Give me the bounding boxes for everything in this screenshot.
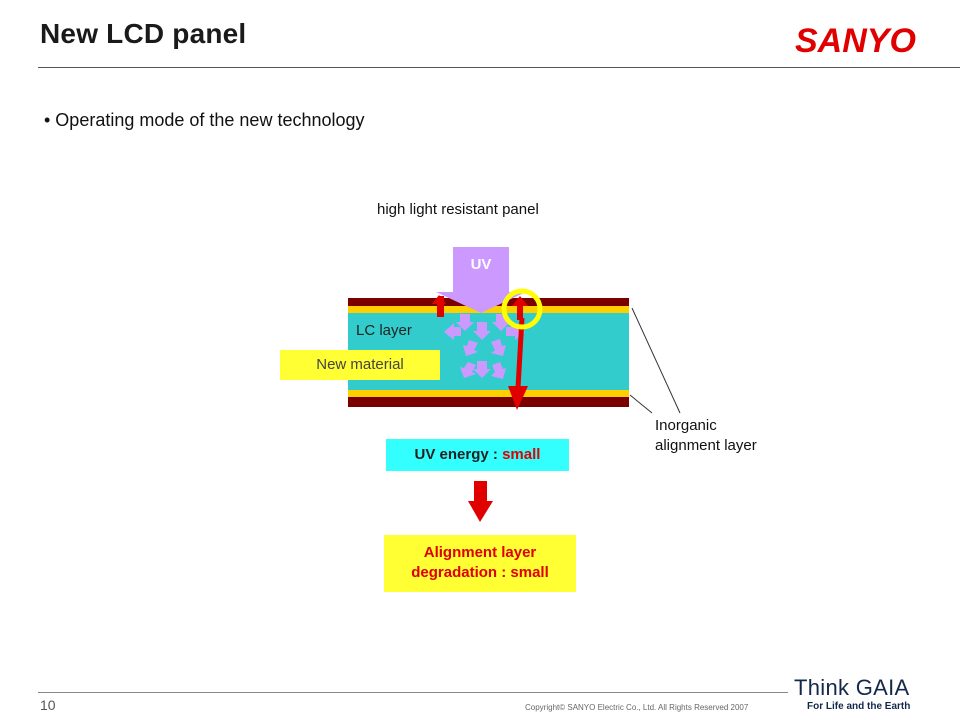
copyright-text: Copyright© SANYO Electric Co., Ltd. All … — [525, 703, 749, 712]
leader-line-top — [631, 307, 681, 414]
red-arrow-main — [515, 317, 525, 389]
scatter-arrows — [444, 314, 525, 379]
think-gaia-logo: Think GAIA — [794, 675, 910, 700]
inorganic-line1: Inorganic — [655, 417, 717, 434]
degradation-line1: Alignment layer — [423, 544, 537, 561]
sanyo-logo-text: SANYO — [795, 22, 916, 60]
page-title: New LCD panel — [40, 18, 247, 49]
leader-line-bottom — [629, 394, 653, 414]
panel-caption: high light resistant panel — [377, 201, 539, 218]
result-arrow-head — [468, 501, 493, 522]
new-material-label: New material — [280, 350, 440, 380]
degradation-line2: degradation : small — [411, 564, 549, 581]
bottom-alignment-layer — [348, 390, 629, 397]
uv-energy-value: small — [502, 446, 541, 463]
lc-layer-label: LC layer — [356, 322, 412, 339]
uv-energy-box: UV energy : small — [386, 439, 569, 471]
inorganic-line2: alignment layer — [655, 437, 757, 454]
sanyo-logo: SANYO — [795, 22, 916, 60]
bullet-text: • Operating mode of the new technology — [44, 110, 365, 130]
degradation-box: Alignment layer degradation : small — [384, 535, 576, 592]
uv-energy-prefix: UV energy : — [414, 446, 503, 463]
footer-divider — [38, 692, 788, 693]
uv-arrow — [436, 247, 526, 313]
uv-label: UV — [470, 256, 492, 273]
bottom-substrate — [348, 397, 629, 407]
highlight-ring — [501, 288, 543, 330]
think-gaia-tagline: For Life and the Earth — [807, 701, 911, 712]
page-number: 10 — [40, 697, 56, 713]
title-divider — [38, 67, 960, 68]
inorganic-alignment-label: Inorganic alignment layer — [655, 416, 757, 456]
result-arrow-shaft — [474, 481, 487, 501]
